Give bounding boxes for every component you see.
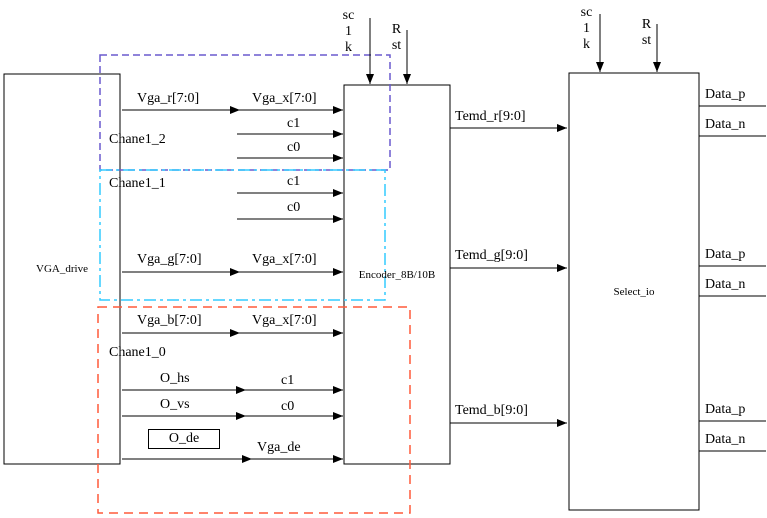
select-io-label: Select_io [613,285,655,298]
rst-label-encoder: Rst [391,22,402,53]
sclk-label-encoder: sc1k [342,8,355,55]
data-n-label-1: Data_n [705,117,746,132]
vga-x-label-g: Vga_x[7:0] [252,252,317,267]
temd-g-label: Temd_g[9:0] [455,248,528,263]
data-p-label-1: Data_p [705,87,746,102]
o-hs-label: O_hs [160,371,190,386]
vga-de-label: Vga_de [257,440,301,455]
o-vs-label: O_vs [160,397,190,412]
vga-x-label-r: Vga_x[7:0] [252,91,317,106]
encoder-block [343,84,451,465]
sclk-label-select: sc1k [580,5,593,52]
c1-label-chanel0: c1 [281,373,295,388]
c0-label-chanel0: c0 [281,399,295,414]
o-de-box: O_de [148,429,220,449]
data-p-label-3: Data_p [705,402,746,417]
chanel1-label: Chane1_1 [109,176,166,191]
chanel1-group-box [99,169,386,301]
rst-label-select: Rst [641,17,652,48]
select-io-block [568,72,700,511]
temd-r-label: Temd_r[9:0] [455,109,526,124]
c1-label-chanel2: c1 [287,116,301,131]
data-n-label-3: Data_n [705,432,746,447]
o-de-label: O_de [168,431,200,446]
c1-label-chanel1: c1 [287,174,301,189]
temd-b-label: Temd_b[9:0] [455,403,528,418]
c0-label-chanel1: c0 [287,200,301,215]
vga-drive-label: VGA_drive [36,263,88,275]
vga-r-label: Vga_r[7:0] [137,91,200,106]
vga-x-label-b: Vga_x[7:0] [252,313,317,328]
chanel2-label: Chane1_2 [109,132,166,147]
vga-b-label: Vga_b[7:0] [137,313,202,328]
c0-label-chanel2: c0 [287,140,301,155]
vga-g-label: Vga_g[7:0] [137,252,202,267]
data-n-label-2: Data_n [705,277,746,292]
chanel0-label: Chane1_0 [109,345,166,360]
data-p-label-2: Data_p [705,247,746,262]
encoder-label: Encoder_8B/10B [358,268,436,281]
chanel0-group-box [97,306,411,514]
